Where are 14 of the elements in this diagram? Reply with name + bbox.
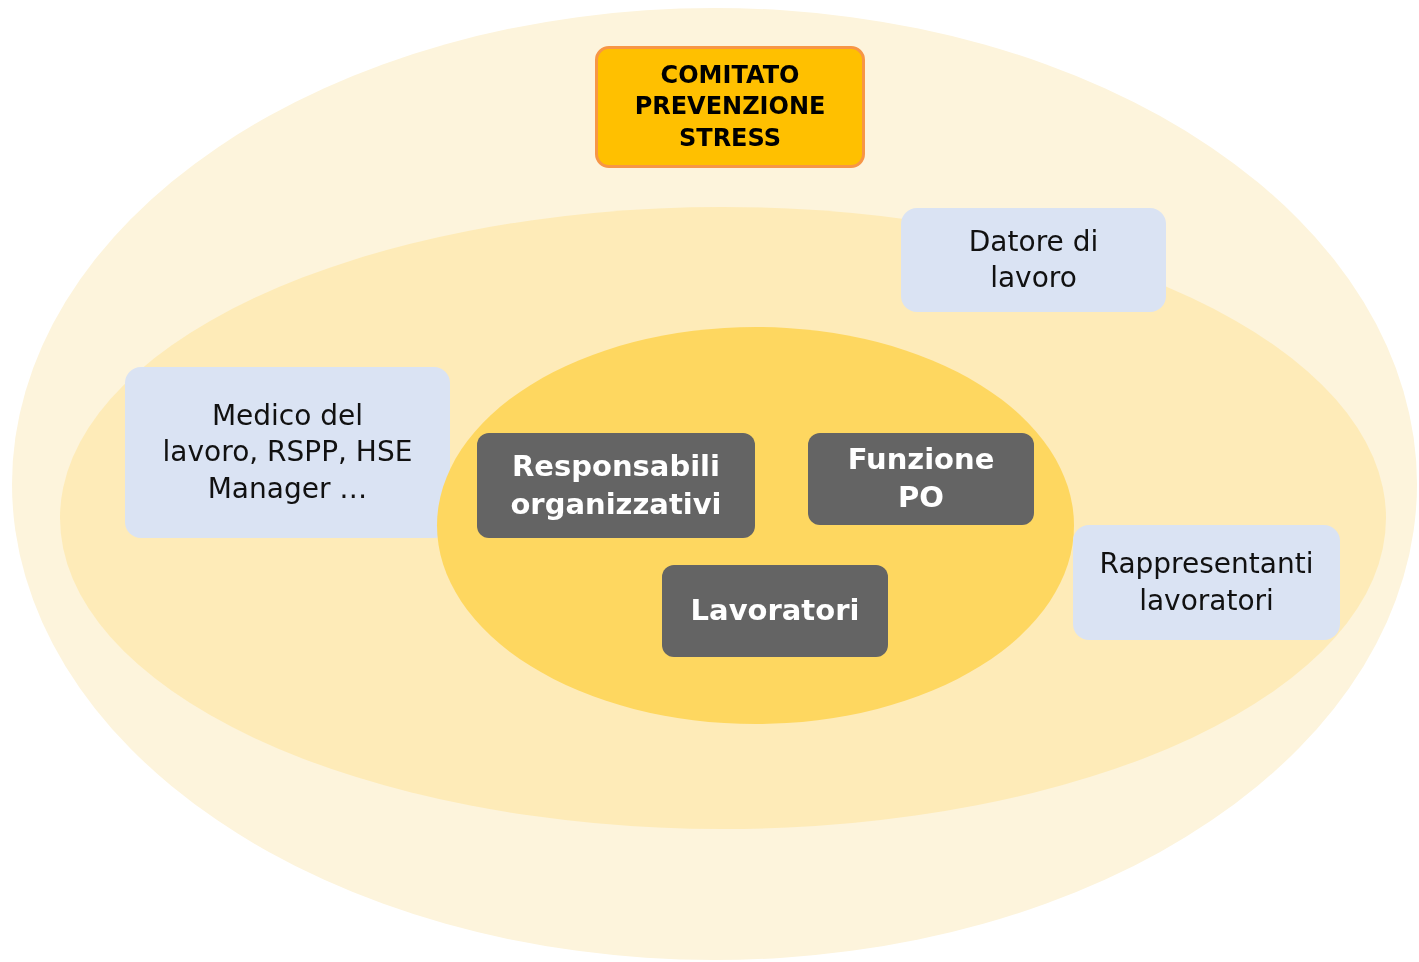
role-box (477, 433, 755, 538)
role-label: Responsabili organizzativi (509, 447, 723, 523)
role-box (808, 433, 1034, 525)
role-label: Funzione PO (846, 441, 996, 516)
role-label: Rappresentanti lavoratori (1098, 546, 1315, 619)
role-box (662, 565, 888, 657)
committee-box (595, 46, 865, 168)
role-label: Medico del lavoro, RSPP, HSE Manager … (161, 397, 414, 507)
role-box (901, 208, 1166, 312)
role-label: Lavoratori (689, 592, 861, 630)
role-box (125, 367, 450, 538)
role-label: Datore di lavoro (967, 223, 1100, 296)
role-box (1073, 525, 1340, 640)
role-label: COMITATO PREVENZIONE STRESS (633, 60, 827, 154)
